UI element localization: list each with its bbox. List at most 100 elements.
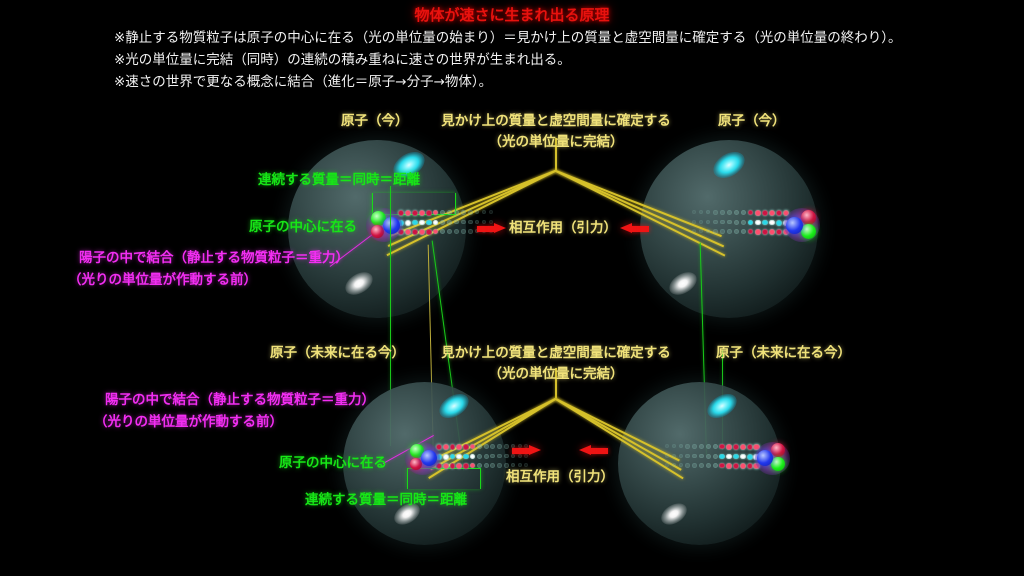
particle-dot: [726, 463, 732, 469]
mass-confirm-label-top-line1: 見かけ上の質量と虚空間量に確定する: [441, 113, 671, 129]
proton-bond-label-bottom-line1: 陽子の中で結合（静止する物質粒子＝重力）: [105, 392, 375, 408]
white-glow-spot: [341, 267, 377, 300]
particle-dot: [447, 210, 452, 215]
particle-dot: [449, 444, 456, 450]
particle-dot: [776, 210, 783, 217]
particle-dot: [705, 463, 711, 468]
particle-dot: [692, 453, 697, 459]
particle-dot: [447, 219, 452, 225]
particle-dot: [447, 229, 452, 234]
particle-dot: [412, 210, 418, 216]
particle-dot: [489, 219, 493, 224]
particle-red: [371, 225, 384, 238]
particle-green: [771, 457, 785, 471]
particle-dot: [504, 463, 509, 468]
cyan-glow-spot: [435, 389, 473, 423]
atom-label-bottom-left: 原子（未来に在る今）: [270, 345, 405, 361]
particle-dot: [769, 210, 775, 216]
particle-dot: [426, 210, 432, 216]
particle-dot: [776, 219, 783, 226]
particle-green: [371, 211, 386, 226]
particle-dot: [475, 210, 480, 215]
particle-dot: [678, 463, 683, 468]
particle-blue: [421, 450, 437, 466]
particle-dot: [719, 444, 725, 450]
header-note-1: ※静止する物質粒子は原子の中心に在る（光の単位量の始まり）＝見かけ上の質量と虚空…: [114, 30, 902, 46]
particle-dot: [769, 229, 775, 235]
particle-dot: [692, 210, 696, 214]
particle-dot: [497, 463, 502, 468]
particle-dot: [463, 463, 469, 469]
particle-dot: [470, 444, 476, 450]
particle-blue: [786, 217, 803, 234]
particle-cluster-top-left: [366, 206, 493, 242]
green-connector-left-vertical: [390, 186, 392, 446]
particle-dot: [456, 463, 463, 469]
particle-dot: [665, 463, 669, 467]
particle-dot: [476, 463, 482, 469]
particle-dot: [510, 453, 516, 458]
particle-red: [771, 443, 785, 457]
particle-dot: [482, 210, 487, 215]
arrow-right-icon-bottom: [512, 445, 542, 456]
particle-dot: [671, 463, 676, 468]
particle-dot: [678, 444, 683, 449]
particle-dot: [727, 229, 732, 234]
particle-dot: [755, 229, 761, 235]
particle-dot: [755, 210, 761, 216]
particle-dot: [678, 453, 683, 458]
particle-dot: [720, 219, 725, 225]
particle-dot: [720, 229, 725, 234]
particle-dot: [734, 229, 739, 234]
particle-green: [410, 444, 424, 458]
particle-dot: [419, 219, 425, 226]
particle-dot: [671, 453, 676, 458]
atom-label-top-left: 原子（今）: [341, 113, 409, 129]
atom-center-label-bottom: 原子の中心に在る: [279, 455, 387, 471]
particle-dot: [755, 219, 761, 226]
particle-dot: [712, 444, 718, 450]
particle-dot: [748, 210, 754, 216]
particle-dot: [510, 444, 516, 449]
particle-dot: [746, 453, 753, 460]
header-note-2: ※光の単位量に完結（同時）の連続の積み重ねに速さの世界が生まれ出る。: [114, 52, 571, 68]
particle-dot: [442, 463, 449, 470]
cyan-glow-spot: [708, 146, 750, 184]
particle-dot: [524, 453, 529, 458]
particle-dot: [426, 229, 432, 235]
particle-dot: [712, 463, 718, 469]
particle-dot: [449, 463, 456, 469]
atom-label-top-right: 原子（今）: [718, 113, 786, 129]
particle-dot: [454, 219, 459, 225]
particle-dot: [734, 219, 739, 225]
particle-dot: [405, 210, 412, 217]
particle-dot: [433, 229, 439, 235]
particle-dot: [734, 210, 739, 215]
particle-dot: [748, 219, 754, 225]
particle-dot: [442, 444, 449, 451]
mass-confirm-label-bottom-line2: （光の単位量に完結）: [488, 366, 624, 382]
particle-dot: [461, 210, 466, 215]
particle-dot: [461, 219, 466, 225]
particle-dot: [741, 210, 747, 216]
particle-dot: [470, 453, 476, 459]
particle-dot: [433, 210, 439, 216]
particle-dot: [727, 219, 732, 225]
particle-dot: [468, 219, 473, 224]
continuous-mass-label-top: 連続する質量＝同時＝距離: [258, 172, 420, 188]
particle-dot: [463, 453, 469, 460]
particle-dot: [746, 463, 753, 470]
particle-dot: [705, 444, 711, 449]
particle-dot: [706, 229, 711, 234]
particle-dot: [476, 453, 482, 459]
particle-dot: [454, 210, 459, 215]
yellow-stem-top: [555, 138, 557, 170]
particle-dot: [692, 229, 696, 233]
particle-dot: [497, 453, 502, 459]
particle-dot: [748, 229, 754, 235]
cyan-glow-spot: [703, 389, 741, 423]
particle-dot: [741, 229, 747, 235]
particle-dot: [419, 210, 425, 216]
particle-dot: [426, 219, 432, 226]
